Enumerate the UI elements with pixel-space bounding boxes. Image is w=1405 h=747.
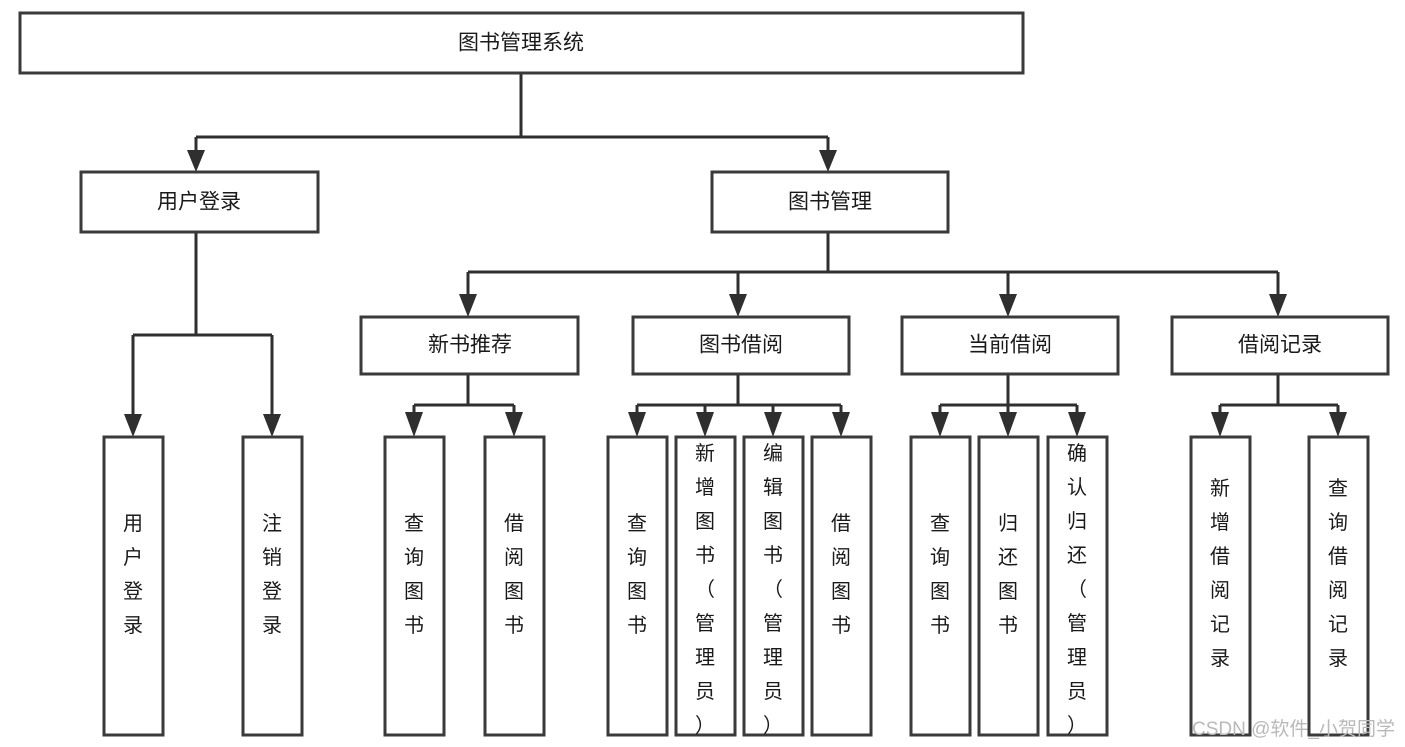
node-leaf-add-record-label: 新增借阅记录 (1210, 477, 1230, 670)
node-leaf-borrow-book-1[interactable]: 借阅图书 (483, 435, 546, 737)
node-leaf-borrow-book-2-label: 借阅图书 (831, 512, 851, 637)
csdn-watermark: CSDN @软件_小贺同学 (1192, 718, 1395, 740)
node-leaf-query-book-1[interactable]: 查询图书 (383, 435, 446, 737)
arrowhead-leaf-query-book-3 (931, 412, 949, 437)
node-leaf-query-record-box[interactable] (1307, 435, 1370, 737)
node-leaf-query-book-3[interactable]: 查询图书 (909, 435, 972, 737)
node-leaf-user-login-label: 用户登录 (123, 513, 143, 637)
arrowhead-book-management (819, 150, 837, 172)
node-leaf-query-book-2-label: 查询图书 (627, 512, 647, 637)
arrowhead-leaf-add-record (1211, 412, 1229, 437)
node-leaf-query-book-3-box[interactable] (909, 435, 972, 737)
node-current-borrow[interactable]: 当前借阅 (900, 315, 1120, 376)
node-user-login-label: 用户登录 (157, 191, 241, 214)
node-leaf-edit-book-label: 编辑图书（管理员） (763, 442, 783, 737)
node-book-borrow-label: 图书借阅 (699, 334, 783, 357)
node-book-management[interactable]: 图书管理 (710, 170, 950, 234)
node-book-management-box[interactable] (710, 170, 950, 234)
arrowhead-leaf-user-login (124, 414, 142, 437)
node-current-borrow-box[interactable] (900, 315, 1120, 376)
node-book-borrow-box[interactable] (631, 315, 851, 376)
node-leaf-query-book-1-label: 查询图书 (404, 512, 424, 637)
node-root-box[interactable] (18, 11, 1025, 75)
node-new-book-recommend-label: 新书推荐 (428, 334, 512, 357)
node-leaf-return-book-label: 归还图书 (998, 512, 1018, 637)
node-leaf-borrow-book-2[interactable]: 借阅图书 (810, 435, 873, 737)
node-leaf-query-record[interactable]: 查询借阅记录 (1307, 435, 1370, 737)
arrowhead-user-login (187, 150, 205, 172)
node-user-login[interactable]: 用户登录 (79, 170, 320, 234)
node-leaf-borrow-book-2-box[interactable] (810, 435, 873, 737)
node-leaf-confirm-return[interactable]: 确认归还（管理员） (1046, 435, 1109, 737)
node-leaf-logout-label: 注销登录 (262, 512, 282, 637)
arrowhead-borrow-record (1269, 294, 1287, 317)
arrowhead-book-borrow (729, 294, 747, 317)
arrowhead-leaf-confirm-return (1068, 412, 1086, 437)
node-new-book-recommend[interactable]: 新书推荐 (359, 315, 580, 376)
arrowhead-leaf-edit-book (764, 412, 782, 437)
node-leaf-query-book-2[interactable]: 查询图书 (606, 435, 669, 737)
arrowhead-leaf-add-book (696, 412, 714, 437)
node-leaf-add-record[interactable]: 新增借阅记录 (1189, 435, 1252, 737)
node-leaf-query-record-label: 查询借阅记录 (1328, 477, 1348, 670)
arrowhead-leaf-logout (263, 414, 281, 437)
arrowhead-leaf-query-book-1 (405, 412, 423, 437)
node-leaf-add-record-box[interactable] (1189, 435, 1252, 737)
node-root[interactable]: 图书管理系统 (18, 11, 1025, 75)
node-current-borrow-label: 当前借阅 (968, 334, 1052, 357)
node-borrow-record-box[interactable] (1170, 315, 1390, 376)
node-leaf-edit-book-box[interactable] (742, 435, 805, 737)
node-leaf-add-book-box[interactable] (674, 435, 737, 737)
node-leaf-query-book-3-label: 查询图书 (930, 512, 950, 637)
node-leaf-logout-box[interactable] (241, 435, 304, 737)
node-leaf-return-book[interactable]: 归还图书 (977, 435, 1040, 737)
node-leaf-query-book-1-box[interactable] (383, 435, 446, 737)
arrowhead-leaf-query-record (1329, 412, 1347, 437)
node-leaf-borrow-book-1-label: 借阅图书 (504, 512, 524, 637)
node-book-borrow[interactable]: 图书借阅 (631, 315, 851, 376)
node-leaf-confirm-return-label: 确认归还（管理员） (1067, 442, 1087, 737)
node-leaf-logout[interactable]: 注销登录 (241, 435, 304, 737)
arrowhead-new-book-recommend (459, 294, 477, 317)
node-leaf-user-login[interactable]: 用户登录 (102, 435, 165, 737)
node-leaf-user-login-box[interactable] (102, 435, 165, 737)
arrowhead-leaf-borrow-book-1 (505, 412, 523, 437)
node-borrow-record-label: 借阅记录 (1238, 334, 1322, 357)
arrowhead-current-borrow (999, 294, 1017, 317)
node-leaf-add-book-label: 新增图书（管理员） (695, 442, 715, 737)
node-new-book-recommend-box[interactable] (359, 315, 580, 376)
node-book-management-label: 图书管理 (788, 191, 872, 214)
connector-layer (124, 73, 1347, 437)
arrowhead-leaf-query-book-2 (628, 412, 646, 437)
node-user-login-box[interactable] (79, 170, 320, 234)
node-leaf-add-book[interactable]: 新增图书（管理员） (674, 435, 737, 737)
arrowhead-leaf-return-book (999, 412, 1017, 437)
node-leaf-borrow-book-1-box[interactable] (483, 435, 546, 737)
node-borrow-record[interactable]: 借阅记录 (1170, 315, 1390, 376)
node-leaf-confirm-return-box[interactable] (1046, 435, 1109, 737)
node-leaf-return-book-box[interactable] (977, 435, 1040, 737)
node-leaf-query-book-2-box[interactable] (606, 435, 669, 737)
node-root-label: 图书管理系统 (458, 32, 584, 55)
arrowhead-leaf-borrow-book-2 (832, 412, 850, 437)
node-leaf-edit-book[interactable]: 编辑图书（管理员） (742, 435, 805, 737)
